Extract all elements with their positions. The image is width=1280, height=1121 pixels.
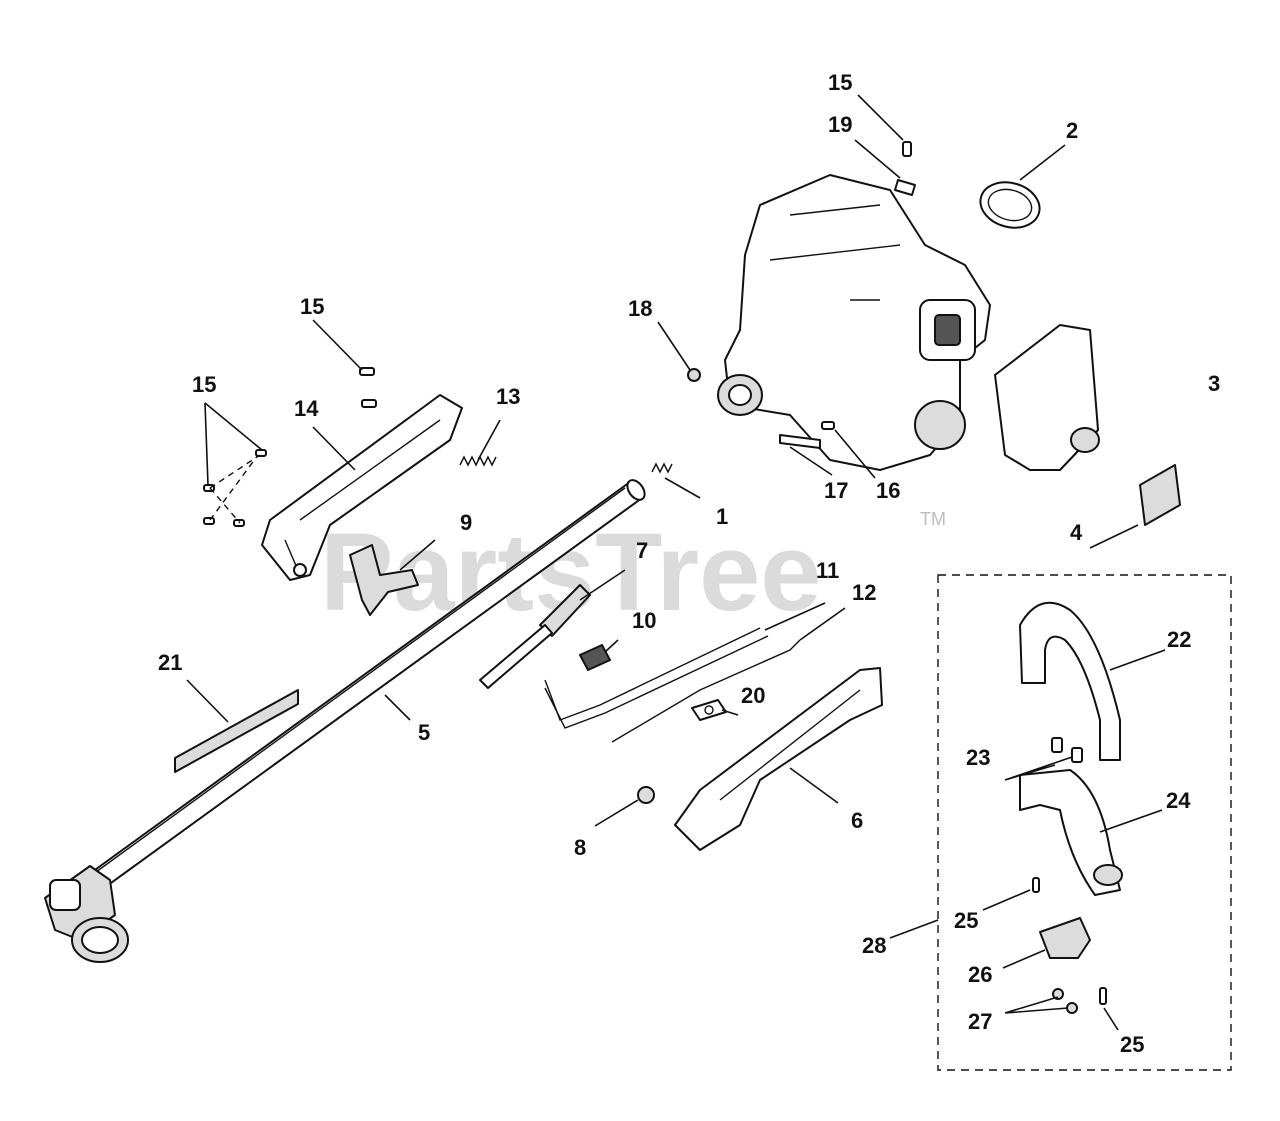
part-cables-11-12[interactable] bbox=[544, 627, 801, 743]
label-27: 27 bbox=[968, 1009, 992, 1034]
part-bracket-24[interactable] bbox=[1019, 769, 1123, 896]
label-4: 4 bbox=[1070, 520, 1083, 545]
part-pin-17[interactable] bbox=[779, 434, 821, 449]
part-spring-13[interactable] bbox=[459, 455, 497, 467]
watermark-trademark: TM bbox=[920, 509, 946, 529]
label-20: 20 bbox=[741, 683, 765, 708]
part-spring-1[interactable] bbox=[651, 462, 673, 474]
part-label-4[interactable] bbox=[1139, 464, 1181, 526]
label-7: 7 bbox=[636, 538, 648, 563]
label-22: 22 bbox=[1167, 627, 1191, 652]
label-18: 18 bbox=[628, 296, 652, 321]
label-19: 19 bbox=[828, 112, 852, 137]
part-nut-18[interactable] bbox=[687, 368, 701, 382]
label-11: 11 bbox=[816, 558, 839, 583]
part-gasket-20[interactable] bbox=[691, 699, 727, 721]
part-switch-10[interactable] bbox=[578, 643, 612, 672]
label-28: 28 bbox=[862, 933, 886, 958]
label-15-top: 15 bbox=[828, 70, 852, 95]
kit-box-28 bbox=[937, 574, 1232, 1071]
label-24: 24 bbox=[1166, 788, 1191, 813]
part-pin-25-b[interactable] bbox=[1099, 987, 1107, 1005]
part-nut-8[interactable] bbox=[637, 786, 655, 804]
label-26: 26 bbox=[968, 962, 992, 987]
part-emblem-2[interactable] bbox=[975, 176, 1044, 234]
label-16: 16 bbox=[876, 478, 900, 503]
part-screw-15-top[interactable] bbox=[902, 141, 912, 157]
label-12: 12 bbox=[852, 580, 876, 605]
part-shaft[interactable] bbox=[44, 477, 648, 963]
label-10: 10 bbox=[632, 608, 656, 633]
part-engine[interactable] bbox=[717, 174, 991, 471]
part-loop-handle-22[interactable] bbox=[1019, 601, 1121, 761]
label-9: 9 bbox=[460, 510, 472, 535]
leader-lines bbox=[186, 94, 1166, 1031]
label-23: 23 bbox=[966, 745, 990, 770]
label-15-handle: 15 bbox=[300, 294, 324, 319]
label-21: 21 bbox=[158, 650, 182, 675]
part-clamp-26[interactable] bbox=[1039, 917, 1091, 959]
part-screws-23[interactable] bbox=[1051, 737, 1083, 763]
part-filter-cover-3[interactable] bbox=[994, 324, 1100, 471]
callout-labels: 15 19 2 18 3 1 4 5 6 7 8 9 10 11 12 13 1… bbox=[158, 70, 1220, 1057]
label-5: 5 bbox=[418, 720, 430, 745]
label-8: 8 bbox=[574, 835, 586, 860]
part-screw-16[interactable] bbox=[821, 421, 835, 430]
label-1: 1 bbox=[716, 504, 728, 529]
label-14: 14 bbox=[294, 396, 319, 421]
label-25-b: 25 bbox=[1120, 1032, 1144, 1057]
label-15-left: 15 bbox=[192, 372, 216, 397]
label-3: 3 bbox=[1208, 371, 1220, 396]
label-6: 6 bbox=[851, 808, 863, 833]
part-handle-14[interactable] bbox=[261, 394, 463, 581]
part-throttle-7[interactable] bbox=[479, 584, 591, 689]
label-2: 2 bbox=[1066, 118, 1078, 143]
part-pin-25-a[interactable] bbox=[1032, 877, 1040, 893]
part-trigger-9[interactable] bbox=[349, 544, 419, 616]
part-decal-21[interactable] bbox=[174, 689, 299, 773]
label-17: 17 bbox=[824, 478, 848, 503]
part-screws-15-left[interactable] bbox=[203, 367, 377, 527]
part-clip-19[interactable] bbox=[894, 179, 916, 196]
part-shroud-6[interactable] bbox=[674, 667, 883, 851]
label-13: 13 bbox=[496, 384, 520, 409]
label-25-a: 25 bbox=[954, 908, 978, 933]
